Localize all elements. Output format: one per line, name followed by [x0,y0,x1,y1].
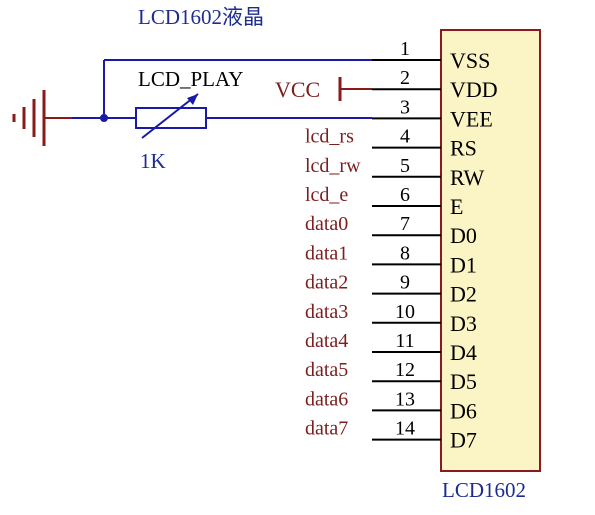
ground-wires [72,59,372,119]
net-label: data5 [305,359,348,381]
pin-name: RW [450,165,484,190]
pin-number: 3 [400,96,410,118]
pin-7[interactable]: 7 D0 data0 [305,213,477,248]
net-label: lcd_rs [305,126,354,148]
pin-number: 12 [395,359,415,381]
pin-number: 13 [395,388,415,410]
pin-number: 6 [400,184,410,206]
lcd-component-body[interactable] [440,29,541,472]
potentiometer-icon[interactable] [135,93,207,139]
pin-number: 1 [400,38,410,60]
net-label: data7 [305,418,348,440]
pin-number: 8 [400,242,410,264]
pin-name: RS [450,136,477,161]
pin-name: VSS [450,48,490,73]
pin-number: 14 [395,418,415,440]
component-ref: LCD1602 [442,478,526,502]
potentiometer-ref: LCD_PLAY [138,67,243,91]
pin-14[interactable]: 14 D7 data7 [305,418,477,453]
pin-3[interactable]: 3 VEE [372,96,493,131]
pin-name: D6 [450,398,477,423]
net-label: data1 [305,242,348,264]
pin-9[interactable]: 9 D2 data2 [305,272,477,307]
net-label: lcd_rw [305,155,361,177]
net-label: data6 [305,388,348,410]
pin-5[interactable]: 5 RW lcd_rw [305,155,484,190]
pin-12[interactable]: 12 D5 data5 [305,359,477,394]
pin-name: D2 [450,282,477,307]
pin-number: 10 [395,301,415,323]
pin-name: D3 [450,311,477,336]
schematic-title: LCD1602液晶 [138,5,264,29]
pin-1[interactable]: 1 VSS [372,38,490,73]
net-label: data4 [305,330,348,352]
pin-name: D1 [450,252,477,277]
net-label: data3 [305,301,348,323]
pin-name: E [450,194,463,219]
junction-dot [100,114,108,122]
vcc-label: VCC [275,77,320,102]
pin-name: VDD [450,77,498,102]
net-label: data2 [305,272,348,294]
pin-name: VEE [450,106,493,131]
pin-name: D4 [450,340,477,365]
pin-number: 4 [400,126,410,148]
pin-8[interactable]: 8 D1 data1 [305,242,477,277]
pin-number: 11 [395,330,414,352]
pin-4[interactable]: 4 RS lcd_rs [305,126,477,161]
pin-10[interactable]: 10 D3 data3 [305,301,477,336]
pin-number: 9 [400,272,410,294]
pin-13[interactable]: 13 D6 data6 [305,388,477,423]
pin-number: 5 [400,155,410,177]
pin-name: D5 [450,369,477,394]
pin-2[interactable]: 2 VDD [372,67,498,102]
potentiometer-value: 1K [140,149,166,173]
net-label: lcd_e [305,184,348,206]
pin-number: 7 [400,213,410,235]
pin-name: D0 [450,223,477,248]
pin-11[interactable]: 11 D4 data4 [305,330,477,365]
pin-name: D7 [450,428,477,453]
ground-icon [12,90,72,146]
pin-number: 2 [400,67,410,89]
net-label: data0 [305,213,348,235]
